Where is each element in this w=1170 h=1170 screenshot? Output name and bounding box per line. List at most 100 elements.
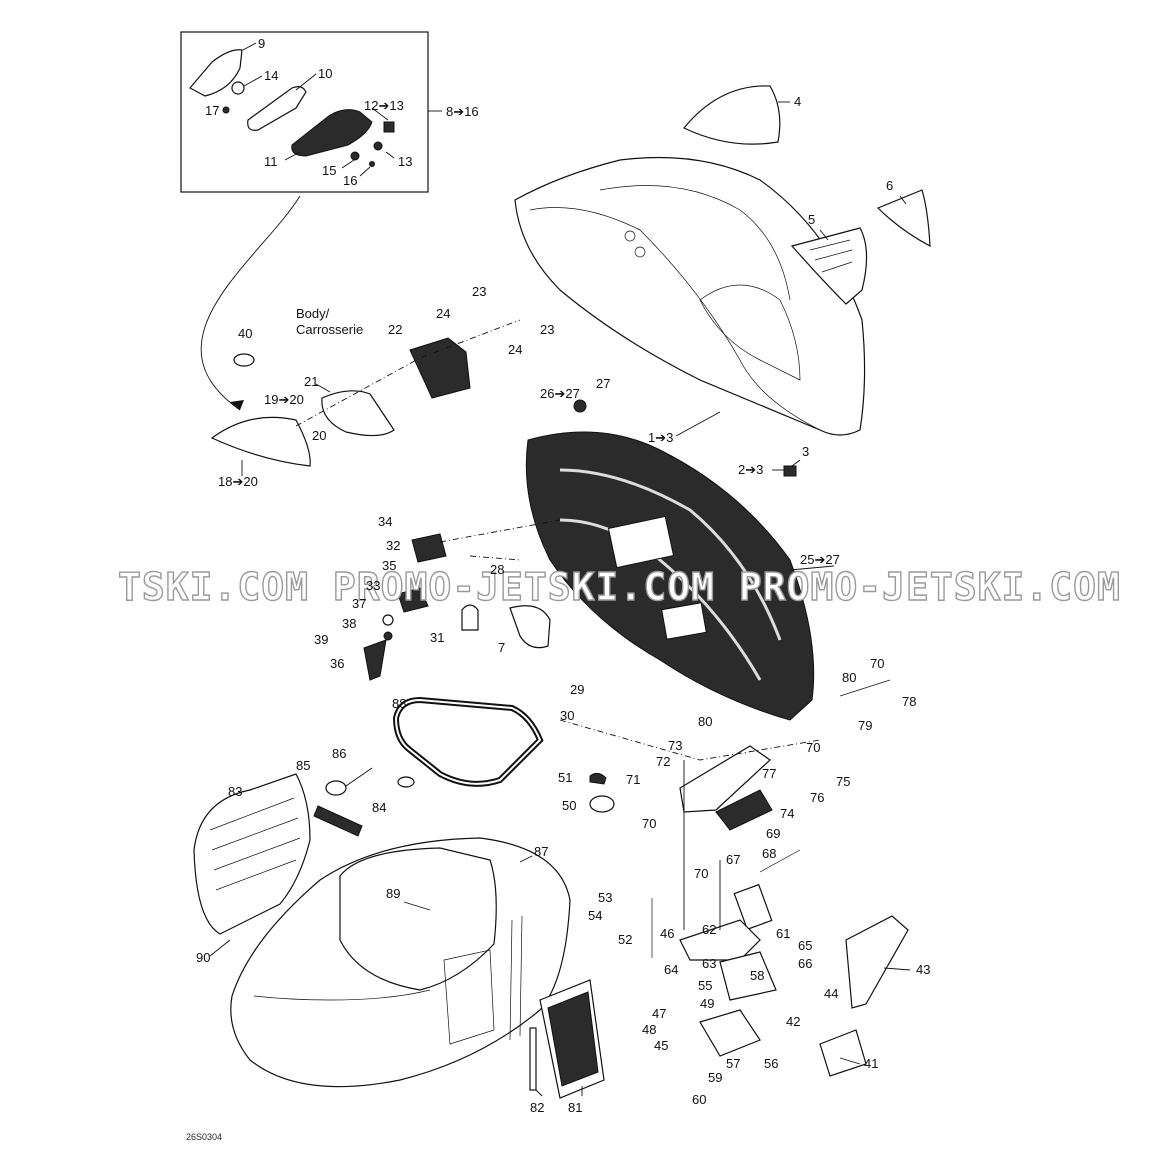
callout-label: 48 [642,1022,656,1037]
callout-label: 61 [776,926,790,941]
callout-label: 70 [694,866,708,881]
callout-label: 26➔27 [540,386,580,401]
mirror-base-part [321,390,395,437]
callout-label: 80 [842,670,856,685]
callout-label: 90 [196,950,210,965]
callout-label: 27 [596,376,610,391]
callout-label: 18➔20 [218,474,258,489]
callout-label: 81 [568,1100,582,1115]
callout-label: 41 [864,1056,878,1071]
callout-label: 13 [398,154,412,169]
watermark-text: TSKI.COM PROMO-JETSKI.COM PROMO-JETSKI.C… [118,565,1121,609]
callout-label: 70 [870,656,884,671]
callout-label: 59 [708,1070,722,1085]
callout-label: 40 [238,326,252,341]
callout-label: 70 [642,816,656,831]
callout-label: 65 [798,938,812,953]
callout-label: 53 [598,890,612,905]
callout-label: 30 [560,708,574,723]
callout-label: 77 [762,766,776,781]
callout-label: 19➔20 [264,392,304,407]
callout-label: 75 [836,774,850,789]
callout-label: 83 [228,784,242,799]
callout-label: 71 [626,772,640,787]
callout-label: 3 [802,444,809,459]
callout-label: 7 [498,640,505,655]
callout-label: 39 [314,632,328,647]
callout-label: 63 [702,956,716,971]
callout-label: 42 [786,1014,800,1029]
windshield-part [683,85,781,145]
callout-label: 12➔13 [364,98,404,113]
inset-arrow [200,195,301,411]
callout-label: 55 [698,978,712,993]
callout-label: 38 [342,616,356,631]
callout-label: 58 [750,968,764,983]
callout-label: 33 [366,578,380,593]
callout-label: 60 [692,1092,706,1107]
callout-label: 22 [388,322,402,337]
leader-lines [209,101,911,1097]
callout-label: 5 [808,212,815,227]
callout-label: 36 [330,656,344,671]
callout-label: 74 [780,806,794,821]
callout-label: 87 [534,844,548,859]
callout-label: 10 [318,66,332,81]
callout-label: 64 [664,962,678,977]
mirror-detail-inset [180,31,442,193]
callout-label: 62 [702,922,716,937]
callout-label: 78 [902,694,916,709]
callout-label: 6 [886,178,893,193]
callout-label: 23 [540,322,554,337]
callout-label: 28 [490,562,504,577]
callout-label: 52 [618,932,632,947]
callout-label: 32 [386,538,400,553]
callout-label: 69 [766,826,780,841]
callout-label: 21 [304,374,318,389]
callout-label: 66 [798,956,812,971]
callout-label: 24 [508,342,522,357]
callout-label: 4 [794,94,801,109]
callout-label: 43 [916,962,930,977]
callout-label: 70 [806,740,820,755]
callout-labels: 9 10 14 17 12➔13 8➔16 11 15 13 16 4 6 5 … [196,36,930,1115]
callout-label: 51 [558,770,572,785]
side-cover-part [876,189,931,248]
callout-label: 15 [322,163,336,178]
drawing-code: 26S0304 [186,1132,222,1142]
callout-label: 88 [392,696,406,711]
callout-label: 44 [824,986,838,1001]
callout-label: 80 [698,714,712,729]
callout-label: 54 [588,908,602,923]
callout-label: 16 [343,173,357,188]
side-vent-part [790,227,868,305]
callout-label: 47 [652,1006,666,1021]
mirror-shell-part [210,416,311,467]
callout-label: 34 [378,514,392,529]
storage-bin [230,837,571,1088]
callout-label: 73 [668,738,682,753]
upper-body-hull [514,156,866,436]
callout-label: 49 [700,996,714,1011]
callout-label: 20 [312,428,326,443]
callout-label: 37 [352,596,366,611]
callout-label: 23 [472,284,486,299]
steering-assembly [679,745,909,1077]
callout-label: 86 [332,746,346,761]
callout-label: 72 [656,754,670,769]
callout-label: 29 [570,682,584,697]
callout-label: 11 [264,154,278,169]
callout-label: 31 [430,630,444,645]
callout-label: 9 [258,36,265,51]
callout-label: 25➔27 [800,552,840,567]
callout-label: 82 [530,1100,544,1115]
callout-label: 17 [205,103,219,118]
callout-label: 1➔3 [648,430,673,445]
callout-label: 56 [764,1056,778,1071]
callout-label: 76 [810,790,824,805]
carrosserie-label: Carrosserie [296,322,363,337]
callout-label: 35 [382,558,396,573]
callout-label: 24 [436,306,450,321]
storage-lid [193,773,311,935]
